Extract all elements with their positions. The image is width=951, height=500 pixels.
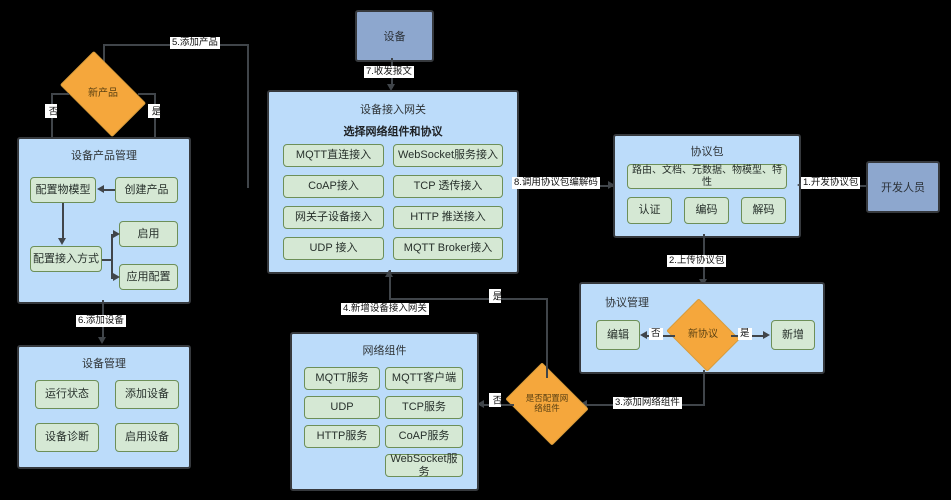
edge-access-to-apply-arrow (113, 273, 120, 281)
box-http-service[interactable]: HTTP服务 (304, 425, 380, 448)
edge-access-to-enable-arrow (113, 230, 120, 238)
box-config-access-method[interactable]: 配置接入方式 (30, 246, 102, 272)
box-mqtt-service[interactable]: MQTT服务 (304, 367, 380, 390)
box-mqtt-broker-access[interactable]: MQTT Broker接入 (393, 237, 503, 260)
box-enable-device[interactable]: 启用设备 (115, 423, 179, 452)
box-tcp-access[interactable]: TCP 透传接入 (393, 175, 503, 198)
panel-network-components: 网络组件 MQTT服务 UDP HTTP服务 MQTT客户端 TCP服务 CoA… (290, 332, 479, 491)
edge-label-send-receive: 7.收发报文 (364, 66, 414, 79)
edge-add-net-riser (703, 370, 705, 405)
edge-cfg-no-arrow (477, 400, 484, 408)
box-coap-service[interactable]: CoAP服务 (385, 425, 463, 448)
decision-new-protocol[interactable]: 新协议 (666, 298, 740, 372)
edge-label-np-no: 否 (45, 104, 58, 118)
edge-cfg-yes-arrow (385, 270, 393, 277)
edge-label-upload-package: 2.上传协议包 (667, 255, 727, 268)
panel-access-gateway-title: 设备接入网关 (360, 104, 426, 116)
edge-develop-package-arrow (797, 181, 804, 189)
edge-cfg-yes-h (389, 298, 548, 300)
panel-device-management: 设备管理 运行状态 添加设备 设备诊断 启用设备 (17, 345, 191, 469)
box-create-product[interactable]: 创建产品 (115, 177, 178, 203)
edge-np2-left-arrow (640, 331, 647, 339)
edge-label-np-yes: 是 (148, 104, 161, 118)
edge-create-to-model-arrow (97, 185, 104, 193)
node-developer[interactable]: 开发人员 (866, 161, 940, 213)
panel-access-gateway: 设备接入网关 选择网络组件和协议 MQTT直连接入 CoAP接入 网关子设备接入… (267, 90, 519, 274)
edge-device-to-gateway-arrow (387, 84, 395, 91)
box-mqtt-direct[interactable]: MQTT直连接入 (283, 144, 384, 167)
box-encode[interactable]: 编码 (684, 197, 729, 224)
edge-cfg-yes-riser (546, 298, 548, 378)
decision-new-product[interactable]: 新产品 (59, 50, 147, 138)
box-http-push-access[interactable]: HTTP 推送接入 (393, 206, 503, 229)
box-websocket-access[interactable]: WebSocket服务接入 (393, 144, 503, 167)
panel-protocol-package-title: 协议包 (690, 146, 724, 158)
panel-product-management: 设备产品管理 配置物模型 创建产品 配置接入方式 启用 应用配置 (17, 137, 191, 304)
edge-label-add-product: 5.添加产品 (170, 37, 220, 50)
edge-np-left-h (51, 93, 69, 95)
panel-product-management-title: 设备产品管理 (71, 150, 137, 162)
edge-label-call-codec: 8.调用协议包编解码 (512, 177, 600, 190)
box-protocol-meta[interactable]: 路由、文档、元数据、物模型、特性 (627, 164, 787, 189)
panel-network-components-title: 网络组件 (362, 345, 407, 357)
box-udp-access[interactable]: UDP 接入 (283, 237, 384, 260)
decision-config-network-line1: 是否配置网 (525, 393, 569, 404)
edge-label-add-device: 6.添加设备 (76, 315, 126, 328)
box-enable[interactable]: 启用 (119, 221, 178, 247)
panel-protocol-management-title: 协议管理 (605, 297, 649, 309)
decision-new-product-label: 新产品 (88, 88, 118, 100)
edge-label-np2-yes: 是 (738, 328, 752, 341)
node-device-label: 设备 (383, 31, 406, 43)
box-udp[interactable]: UDP (304, 396, 380, 419)
box-decode[interactable]: 解码 (741, 197, 786, 224)
box-apply-config[interactable]: 应用配置 (119, 264, 178, 290)
panel-protocol-management: 协议管理 编辑 新增 新协议 否 是 (579, 282, 825, 374)
edge-call-codec-arrow (608, 181, 615, 189)
box-protocol-edit[interactable]: 编辑 (596, 320, 640, 350)
decision-config-network-line2: 络组件 (534, 403, 560, 413)
edge-add-device-arrow (98, 337, 106, 344)
decision-config-network-label: 是否配置网 络组件 (514, 394, 580, 413)
edge-np-right-v (154, 93, 156, 146)
box-config-thing-model[interactable]: 配置物模型 (30, 177, 96, 203)
edge-label-np2-no: 否 (649, 328, 663, 341)
edge-model-to-access (62, 203, 64, 239)
edge-access-split-h (102, 259, 112, 261)
edge-np-right-h (138, 93, 156, 95)
box-running-status[interactable]: 运行状态 (35, 380, 99, 409)
box-tcp-service[interactable]: TCP服务 (385, 396, 463, 419)
panel-protocol-package: 协议包 路由、文档、元数据、物模型、特性 认证 编码 解码 (613, 134, 801, 238)
box-device-diagnosis[interactable]: 设备诊断 (35, 423, 99, 452)
edge-access-split-v (111, 234, 113, 277)
edge-cfg-yes-drop (389, 270, 391, 298)
edge-model-to-access-arrow (58, 238, 66, 245)
panel-access-gateway-subtitle: 选择网络组件和协议 (343, 126, 443, 138)
box-protocol-add[interactable]: 新增 (771, 320, 815, 350)
box-add-device[interactable]: 添加设备 (115, 380, 179, 409)
box-websocket-service[interactable]: WebSocket服务 (385, 453, 463, 478)
edge-label-cfg-yes: 是 (489, 289, 502, 303)
edge-label-cfg-no: 否 (489, 393, 502, 407)
edge-np2-right-arrow (763, 331, 770, 339)
box-coap-access[interactable]: CoAP接入 (283, 175, 384, 198)
edge-label-add-net-component: 3.添加网络组件 (613, 397, 682, 410)
panel-device-management-title: 设备管理 (82, 358, 126, 370)
box-auth[interactable]: 认证 (627, 197, 672, 224)
edge-np-left-v (51, 93, 53, 146)
edge-label-develop-package: 1.开发协议包 (801, 177, 861, 190)
node-device[interactable]: 设备 (355, 10, 434, 62)
node-developer-label: 开发人员 (881, 182, 925, 194)
edge-label-add-gateway: 4.新增设备接入网关 (341, 303, 429, 316)
box-mqtt-client[interactable]: MQTT客户端 (385, 367, 463, 390)
decision-new-protocol-label: 新协议 (688, 329, 718, 341)
box-gateway-subdevice[interactable]: 网关子设备接入 (283, 206, 384, 229)
edge-add-product-drop (103, 44, 105, 68)
edge-create-to-model (104, 189, 115, 191)
decision-config-network-component[interactable]: 是否配置网 络组件 (505, 362, 589, 446)
edge-add-product-riser (247, 44, 249, 188)
